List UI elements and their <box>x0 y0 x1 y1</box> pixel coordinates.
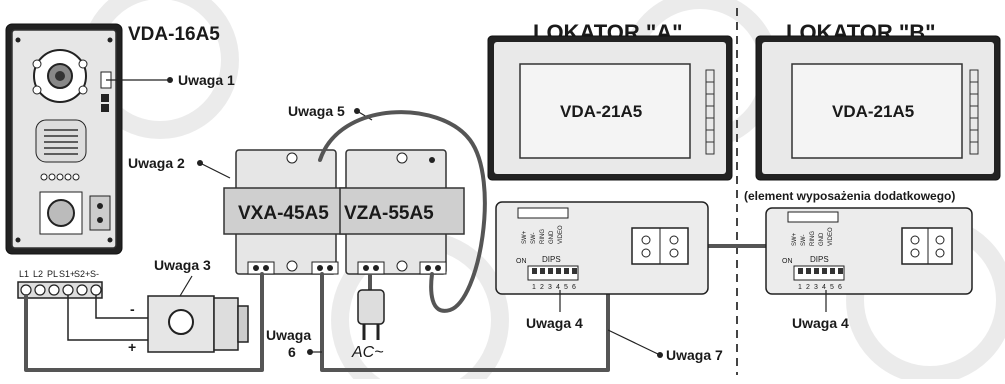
monitor-a-model: VDA-21A5 <box>560 102 642 121</box>
monitor-a-pin-ring: RING <box>540 229 546 244</box>
lock-wire-minus <box>95 295 148 319</box>
note-1-label: Uwaga 1 <box>178 72 235 88</box>
monitor-a-pin-sw-plus: SW+ <box>522 230 528 244</box>
monitor-b-model: VDA-21A5 <box>832 102 914 121</box>
lock-wire-plus <box>67 295 148 341</box>
callout-dot-note-7 <box>657 352 663 358</box>
monitor-b-pin-gnd: GND <box>819 232 825 246</box>
monitor-b-dip-4: 4 <box>822 284 826 291</box>
terminal-strip <box>17 281 103 299</box>
terminal-label-pl: PL <box>47 269 58 279</box>
monitor-b-pin-sw-minus: SW- <box>801 234 807 246</box>
note-2-label: Uwaga 2 <box>128 155 185 171</box>
monitor-b-pin-ring: RING <box>810 231 816 246</box>
monitor-b-pin-video: VIDEO <box>828 227 834 246</box>
monitor-b-pin-sw-plus: SW+ <box>792 232 798 246</box>
note-6-label-line1: Uwaga <box>266 327 311 343</box>
monitor-a-dip-6: 6 <box>572 284 576 291</box>
monitor-a-dip-3: 3 <box>548 284 552 291</box>
callout-line-note-2 <box>199 162 231 179</box>
door-station-title: VDA-16A5 <box>128 24 220 45</box>
note-4a-label: Uwaga 4 <box>526 315 583 331</box>
terminal-label-s-minus: S- <box>90 269 99 279</box>
monitor-a-dips-label: DIPS <box>542 255 561 264</box>
lock-plus-label: + <box>128 339 136 355</box>
electric-lock <box>147 295 249 353</box>
monitor-a-back-panel <box>495 201 709 295</box>
terminal-label-s2: S2+ <box>74 269 90 279</box>
note-5-label: Uwaga 5 <box>288 103 345 119</box>
monitor-b <box>755 35 1001 181</box>
power-loop-wire <box>318 110 487 313</box>
monitor-a-dip-1: 1 <box>532 284 536 291</box>
note-6-label-line2: 6 <box>288 344 296 360</box>
note-3-label: Uwaga 3 <box>154 257 211 273</box>
monitor-b-on-label: ON <box>782 258 793 265</box>
monitor-b-dip-1: 1 <box>798 284 802 291</box>
monitor-a-pin-sw-minus: SW- <box>531 232 537 244</box>
module-vxa <box>223 149 349 275</box>
monitor-b-back-panel <box>765 207 973 295</box>
terminal-label-s1: S1+ <box>59 269 75 279</box>
monitor-b-dips-label: DIPS <box>810 255 829 264</box>
monitor-b-dip-3: 3 <box>814 284 818 291</box>
module-vza <box>339 149 465 275</box>
lock-minus-label: - <box>130 301 135 317</box>
monitor-a-on-label: ON <box>516 258 527 265</box>
bus-wire-doorstation <box>24 272 264 372</box>
monitor-a <box>487 35 733 181</box>
monitor-b-dip-5: 5 <box>830 284 834 291</box>
plug-ac-label: AC~ <box>351 344 384 361</box>
monitor-a-dip-5: 5 <box>564 284 568 291</box>
terminal-label-l2: L2 <box>33 269 43 279</box>
callout-line-note-5 <box>356 110 373 121</box>
callout-line-note-3 <box>179 275 193 297</box>
monitor-b-optional-note: (element wyposażenia dodatkowego) <box>744 189 955 203</box>
note-4b-label: Uwaga 4 <box>792 315 849 331</box>
module-vxa-label: VXA-45A5 <box>238 203 329 224</box>
note-7-label: Uwaga 7 <box>666 347 723 363</box>
module-vza-label: VZA-55A5 <box>344 203 434 224</box>
door-station <box>5 23 123 255</box>
monitor-a-pin-gnd: GND <box>549 230 555 244</box>
terminal-label-l1: L1 <box>19 269 29 279</box>
monitor-a-dip-2: 2 <box>540 284 544 291</box>
callout-dot-note-1 <box>167 77 173 83</box>
monitor-a-dip-4: 4 <box>556 284 560 291</box>
callout-line-note-7 <box>607 329 661 356</box>
monitor-b-dip-6: 6 <box>838 284 842 291</box>
power-plug <box>357 274 385 340</box>
monitor-a-pin-video: VIDEO <box>558 225 564 244</box>
monitor-b-dip-2: 2 <box>806 284 810 291</box>
